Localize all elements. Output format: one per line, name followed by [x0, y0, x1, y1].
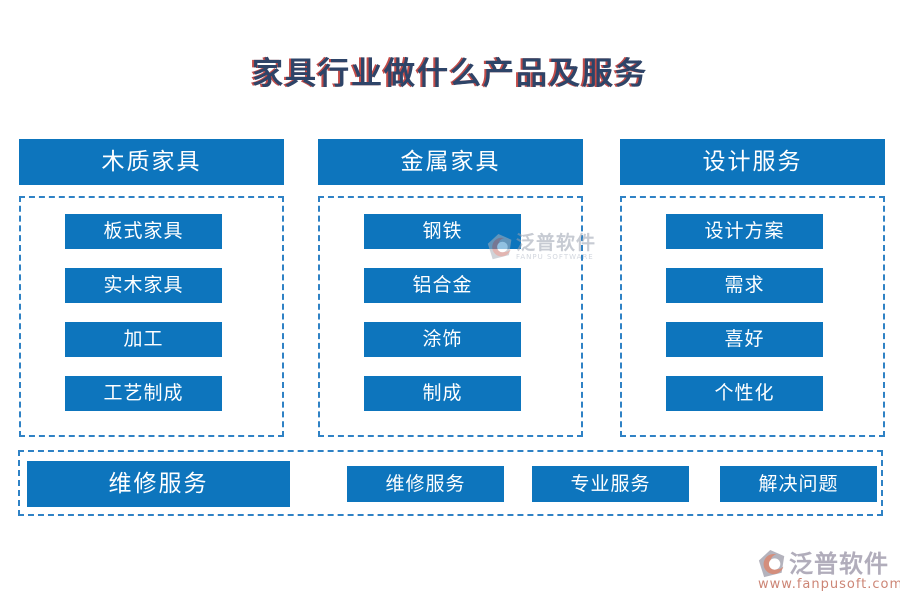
item-block: 加工 [65, 322, 222, 357]
fanpu-logo-icon [758, 550, 785, 578]
bottom-section-repair-service: 维修服务 维修服务 专业服务 解决问题 [18, 450, 883, 516]
column-box-design-service: 设计方案 需求 喜好 个性化 [620, 196, 885, 437]
item-block: 工艺制成 [65, 376, 222, 411]
item-block: 板式家具 [65, 214, 222, 249]
item-block: 涂饰 [364, 322, 521, 357]
column-box-wood-furniture: 板式家具 实木家具 加工 工艺制成 [19, 196, 284, 437]
item-block: 实木家具 [65, 268, 222, 303]
item-block: 制成 [364, 376, 521, 411]
item-block: 解决问题 [720, 466, 877, 502]
column-header-metal-furniture: 金属家具 [318, 139, 583, 185]
item-block: 维修服务 [347, 466, 504, 502]
item-block: 铝合金 [364, 268, 521, 303]
column-header-wood-furniture: 木质家具 [19, 139, 284, 185]
item-block: 专业服务 [532, 466, 689, 502]
item-block: 个性化 [666, 376, 823, 411]
page-title: 家具行业做什么产品及服务 [252, 56, 648, 92]
bottom-header-repair-service: 维修服务 [27, 461, 290, 507]
watermark-url: www.fanpusoft.com [758, 577, 900, 592]
watermark-brand-name: 泛普软件 [789, 550, 889, 578]
column-header-design-service: 设计服务 [620, 139, 885, 185]
watermark-corner: 泛普软件 www.fanpusoft.com [758, 549, 900, 592]
item-block: 喜好 [666, 322, 823, 357]
item-block: 钢铁 [364, 214, 521, 249]
column-box-metal-furniture: 钢铁 铝合金 涂饰 制成 [318, 196, 583, 437]
item-block: 设计方案 [666, 214, 823, 249]
item-block: 需求 [666, 268, 823, 303]
